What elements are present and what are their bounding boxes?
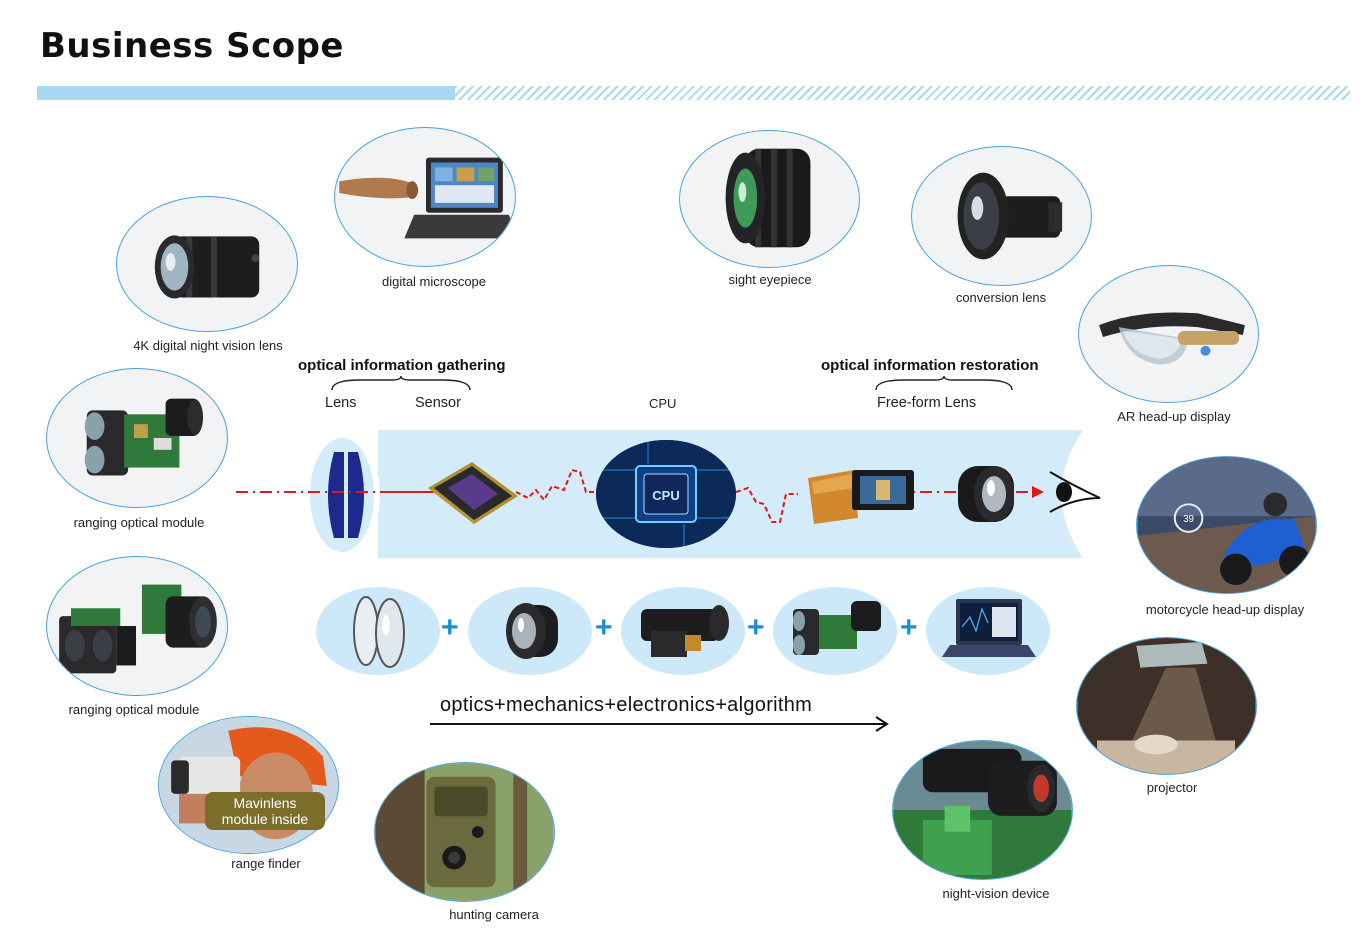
motorcycle-display-label: motorcycle head-up display	[1145, 602, 1305, 617]
biconvex-lens-icon	[328, 452, 364, 538]
cpu-label: CPU	[649, 396, 677, 411]
projector-image[interactable]	[1076, 637, 1257, 775]
ranging-module-2-label: ranging optical module	[68, 702, 200, 717]
plus-sign-2: +	[595, 611, 613, 644]
hunting-camera-label: hunting camera	[449, 907, 539, 922]
night-vision-lens-label: 4K digital night vision lens	[133, 338, 283, 353]
conversion-lens-label: conversion lens	[955, 290, 1047, 305]
ranging-module-2-image[interactable]	[46, 556, 228, 696]
image-sensor-image	[428, 462, 518, 524]
plus-sign-1: +	[441, 611, 459, 644]
signal-path	[236, 468, 1044, 523]
electronics-module-image	[621, 587, 745, 675]
night-vision-lens-image[interactable]	[116, 196, 298, 332]
digital-microscope-label: digital microscope	[381, 274, 487, 289]
title-underline-hatched	[455, 86, 1350, 100]
ar-display-image[interactable]	[1078, 265, 1259, 403]
digital-microscope-image[interactable]	[334, 127, 516, 267]
cpu-chip-text: CPU	[652, 488, 679, 503]
lens-label: Lens	[325, 395, 357, 411]
freeform-lens-image	[958, 466, 1014, 522]
rangefinder-module-image	[773, 587, 897, 675]
plus-sign-3: +	[747, 611, 765, 644]
mechanics-module-image	[468, 587, 592, 675]
motorcycle-display-image[interactable]: 39	[1136, 456, 1317, 594]
algorithm-module-image	[926, 587, 1050, 675]
title-underline-solid	[37, 86, 455, 100]
ranging-module-1-image[interactable]	[46, 368, 228, 508]
page-title: Business Scope	[40, 26, 344, 66]
night-vision-device-label: night-vision device	[942, 886, 1050, 901]
badge-line-1: Mavinlens	[233, 795, 297, 811]
hunting-camera-image[interactable]	[374, 762, 555, 902]
sight-eyepiece-image[interactable]	[679, 130, 860, 268]
range-finder-image[interactable]	[158, 716, 339, 854]
restoration-heading: optical information restoration	[821, 357, 1039, 374]
gathering-brace	[331, 376, 471, 391]
optics-module-image	[316, 587, 440, 675]
gathering-heading: optical information gathering	[298, 357, 506, 374]
badge-line-2: module inside	[221, 811, 309, 827]
restoration-brace	[875, 376, 1013, 391]
freeform-lens-label: Free-form Lens	[877, 395, 977, 411]
sensor-label: Sensor	[415, 395, 461, 411]
ranging-module-1-label: ranging optical module	[73, 515, 205, 530]
formula-arrow	[430, 716, 889, 732]
plus-sign-4: +	[900, 611, 918, 644]
mavinlens-badge: Mavinlens module inside	[205, 792, 325, 830]
ar-display-label: AR head-up display	[1117, 409, 1231, 424]
sight-eyepiece-label: sight eyepiece	[728, 272, 812, 287]
micro-display-image	[808, 470, 914, 524]
eye-icon	[1049, 471, 1101, 513]
projector-label: projector	[1146, 780, 1198, 795]
night-vision-device-image[interactable]	[892, 740, 1073, 880]
conversion-lens-image[interactable]	[911, 146, 1092, 286]
capabilities-formula: optics+mechanics+electronics+algorithm	[440, 694, 813, 716]
cpu-chip-image: CPU	[596, 440, 736, 548]
hud-speed-readout: 39	[1183, 514, 1194, 525]
range-finder-label: range finder	[231, 856, 301, 871]
